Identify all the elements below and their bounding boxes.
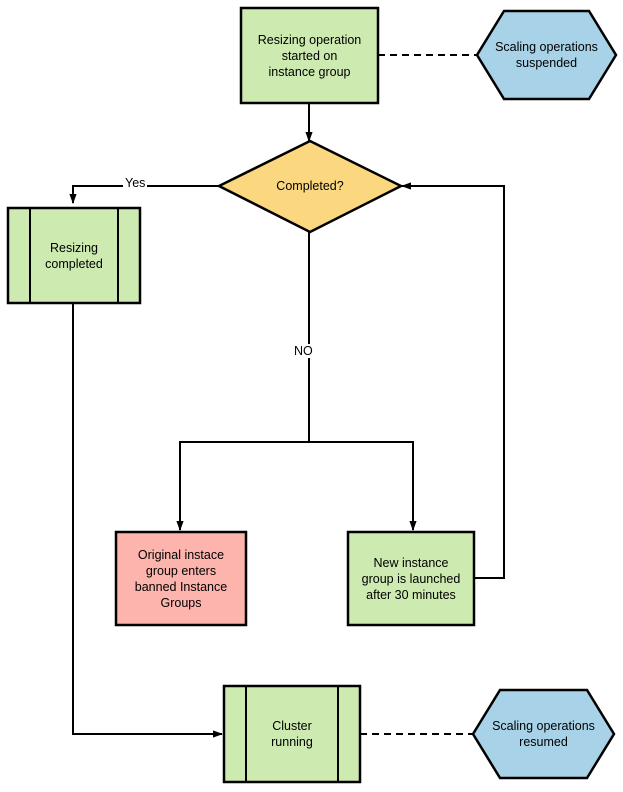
connector-no-split-left	[176, 441, 309, 531]
connector-retry-loop	[401, 182, 505, 579]
edge-label-yes: Yes	[123, 176, 148, 190]
edge-label-no: NO	[292, 344, 315, 358]
connector-resizing-to-cluster	[72, 303, 223, 738]
node-new-group-launched[interactable]	[346, 530, 476, 627]
connector-no-split-right	[309, 441, 417, 531]
node-original-group-banned[interactable]	[114, 530, 248, 627]
node-cluster-running[interactable]	[222, 684, 362, 784]
node-resizing-completed[interactable]	[6, 206, 142, 305]
node-completed-decision[interactable]	[216, 139, 404, 234]
node-scaling-resumed[interactable]	[471, 688, 616, 780]
node-scaling-suspended[interactable]	[475, 9, 618, 101]
connector-decision-yes	[69, 185, 222, 204]
node-resizing-started[interactable]	[239, 6, 380, 105]
